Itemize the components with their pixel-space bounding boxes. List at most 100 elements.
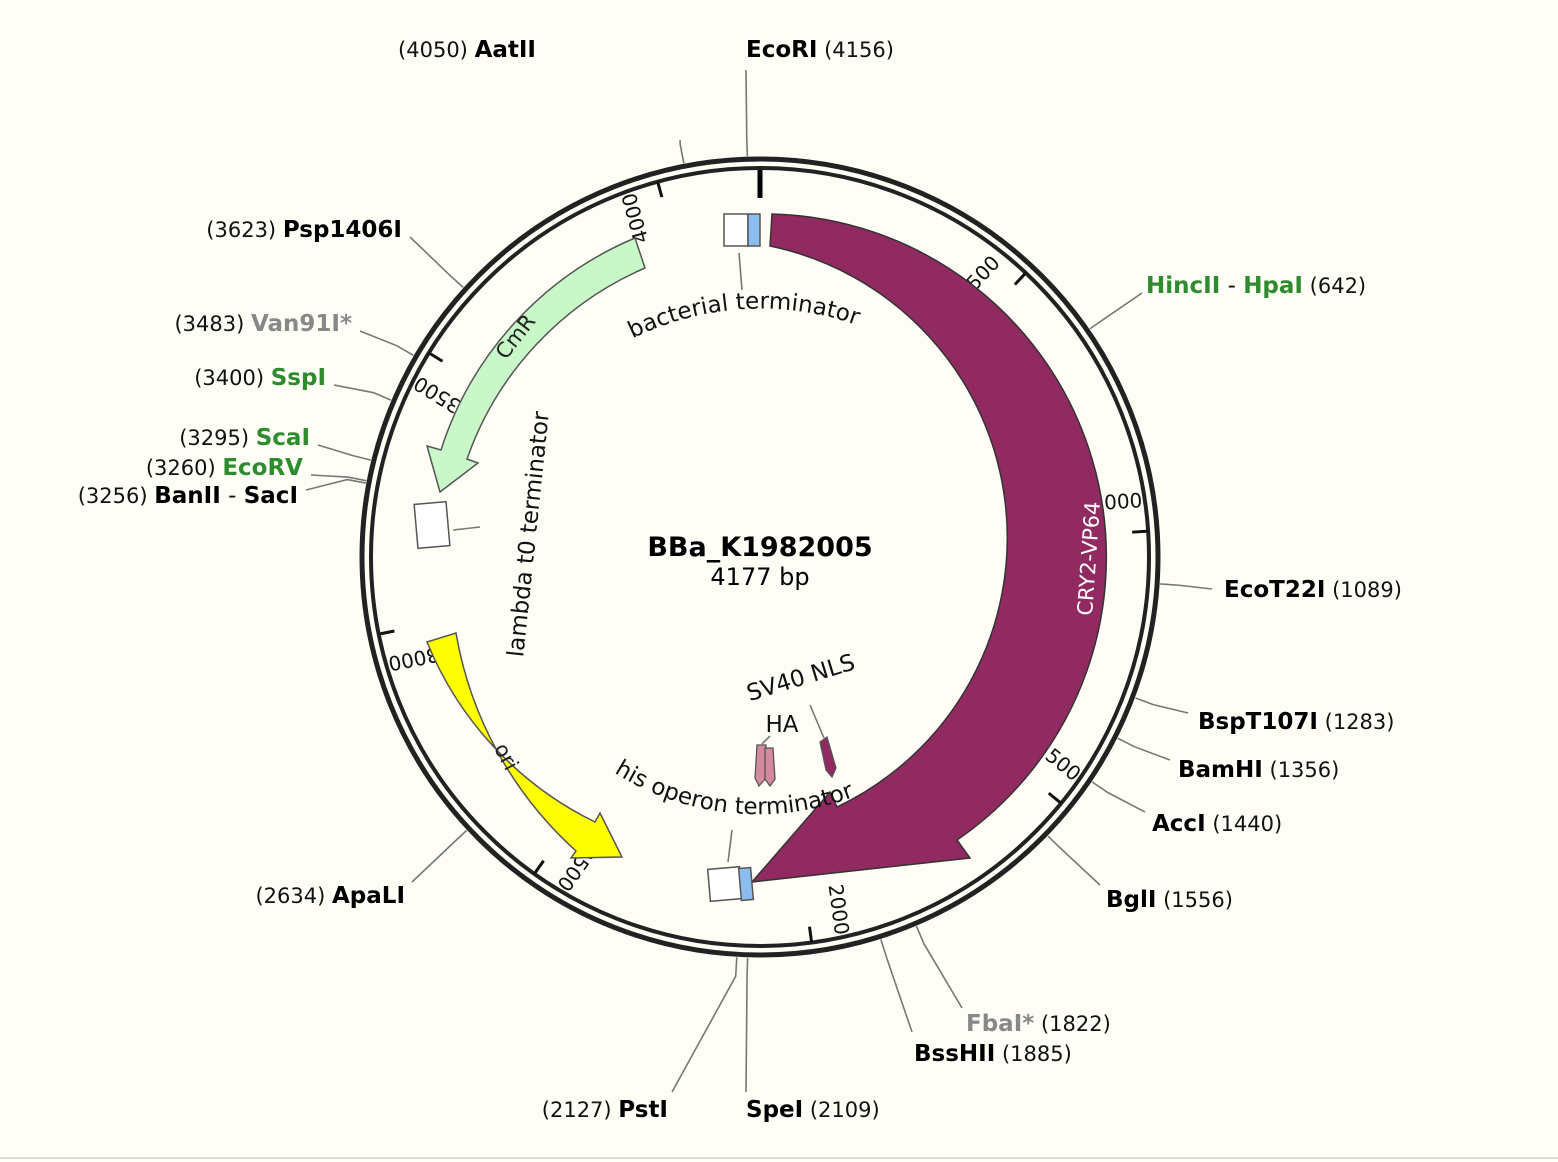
ha-feature-2[interactable]: [764, 747, 776, 788]
lambda-terminator-box[interactable]: [413, 500, 451, 550]
lambda-terminator-leader: [452, 526, 481, 531]
site-name: SpeI: [746, 1097, 803, 1123]
site-label-aatii[interactable]: (4050) AatII: [398, 37, 536, 63]
site-name: BglI: [1106, 887, 1156, 913]
site-label-psti[interactable]: (2127) PstI: [542, 1097, 668, 1123]
site-name: BssHII: [914, 1041, 995, 1067]
cry2-vp64-arrow[interactable]: [750, 213, 1108, 883]
site-position: (1556): [1156, 888, 1233, 912]
site-label-bsshii[interactable]: BssHII (1885): [914, 1041, 1072, 1067]
site-leader-bsshii: [880, 939, 913, 1033]
scale-tick-4000: [656, 181, 664, 198]
site-separator: -: [221, 483, 244, 509]
site-position: (3260): [146, 456, 223, 480]
site-leader-hincii: [1089, 292, 1143, 330]
site-leader-bspt107i: [1135, 697, 1189, 714]
site-leader-ecorv: [310, 474, 367, 482]
feature-leaders: [452, 252, 825, 863]
scale-tick-2000: [808, 926, 814, 943]
site-name: EcoRV: [222, 455, 303, 481]
site-leader-sspi: [333, 384, 392, 401]
site-name: EcoT22I: [1224, 577, 1325, 603]
site-position: (2634): [255, 884, 332, 908]
backbone-outer-ring: [359, 156, 1161, 958]
site-name: SacI: [244, 483, 298, 509]
site-separator: -: [1220, 273, 1243, 299]
site-leader-apali: [411, 829, 468, 883]
scale-tick-3000: [378, 629, 395, 636]
site-leader-ecot22i: [1160, 583, 1213, 590]
site-leader-psti: [671, 957, 738, 1093]
site-name: ScaI: [256, 425, 310, 451]
scale-tick-1000: [1132, 529, 1149, 534]
restriction-sites: (4050) AatII EcoRI (4156) (3623) Psp1406I H…: [78, 37, 1402, 1123]
site-name: FbaI*: [966, 1011, 1034, 1037]
site-label-banii[interactable]: (3256) BanII - SacI: [78, 483, 298, 509]
site-label-spei[interactable]: SpeI (2109): [746, 1097, 880, 1123]
site-label-ecori[interactable]: EcoRI (4156): [746, 37, 894, 63]
site-leader-bamhi: [1117, 737, 1171, 761]
plasmid-name: BBa_K1982005: [647, 532, 872, 563]
site-position: (1283): [1318, 710, 1395, 734]
site-label-psp1406i[interactable]: (3623) Psp1406I: [206, 217, 402, 243]
site-position: (2109): [803, 1098, 880, 1122]
site-label-apali[interactable]: (2634) ApaLI: [255, 883, 405, 909]
site-position: (2127): [542, 1098, 619, 1122]
ori-arrow[interactable]: [425, 632, 624, 859]
ha-feature-1[interactable]: [754, 744, 767, 788]
site-leader-psp1406i: [409, 236, 464, 288]
site-label-bspt107i[interactable]: BspT107I (1283): [1198, 709, 1394, 735]
site-leader-spei: [745, 957, 749, 1093]
site-name: AatII: [475, 37, 536, 63]
site-label-ecot22i[interactable]: EcoT22I (1089): [1224, 577, 1402, 603]
site-position: (3295): [179, 426, 256, 450]
scale-tick-1500: [1047, 791, 1063, 805]
site-name: Van91I*: [251, 311, 352, 337]
site-name: BanII: [154, 483, 221, 509]
site-name: PstI: [618, 1097, 668, 1123]
site-name: BspT107I: [1198, 709, 1318, 735]
sv40-nls-leader: [809, 704, 825, 739]
site-position: (4050): [398, 38, 475, 62]
site-label-scai[interactable]: (3295) ScaI: [179, 425, 310, 451]
backbone: [359, 156, 1161, 958]
site-label-ecorv[interactable]: (3260) EcoRV: [146, 455, 303, 481]
site-label-fbai[interactable]: FbaI* (1822): [966, 1011, 1111, 1037]
site-label-hincii[interactable]: HincII - HpaI (642): [1146, 273, 1366, 299]
site-name: AccI: [1152, 811, 1206, 837]
bacterial-terminator-scar: [747, 213, 761, 247]
site-leader-aatii: [679, 139, 685, 164]
site-position: (1089): [1325, 578, 1402, 602]
site-leader-fbai: [915, 925, 963, 1009]
site-position: (1822): [1034, 1012, 1111, 1036]
site-position: (1356): [1263, 758, 1340, 782]
ha-leader: [761, 735, 771, 745]
cmr-arrow[interactable]: [425, 236, 646, 494]
sv40-nls-feature[interactable]: [819, 735, 837, 779]
scale-tick-2500: [533, 859, 545, 875]
site-position: (1885): [995, 1042, 1072, 1066]
site-name: HincII: [1146, 273, 1220, 299]
plasmid-length: 4177 bp: [710, 563, 809, 591]
site-label-acci[interactable]: AccI (1440): [1152, 811, 1282, 837]
bacterial-terminator-leader: [738, 252, 743, 291]
bacterial-terminator-box[interactable]: [723, 213, 749, 247]
site-position: (3256): [78, 484, 155, 508]
site-label-sspi[interactable]: (3400) SspI: [194, 365, 326, 391]
site-leader-ecori: [745, 69, 749, 157]
site-name: HpaI: [1243, 273, 1303, 299]
site-leader-van91i: [359, 330, 414, 357]
site-position: (3400): [194, 366, 271, 390]
site-leader-acci: [1091, 781, 1146, 813]
ha-label: HA: [765, 712, 798, 738]
site-label-bgli[interactable]: BglI (1556): [1106, 887, 1233, 913]
site-label-van91i[interactable]: (3483) Van91I*: [174, 311, 352, 337]
site-name: Psp1406I: [283, 217, 402, 243]
site-name: SspI: [271, 365, 326, 391]
site-position: (3483): [174, 312, 251, 336]
site-label-bamhi[interactable]: BamHI (1356): [1178, 757, 1339, 783]
his-terminator-box[interactable]: [706, 865, 744, 903]
site-leader-bgli: [1047, 835, 1101, 886]
plasmid-title: BBa_K1982005 4177 bp: [647, 532, 872, 591]
